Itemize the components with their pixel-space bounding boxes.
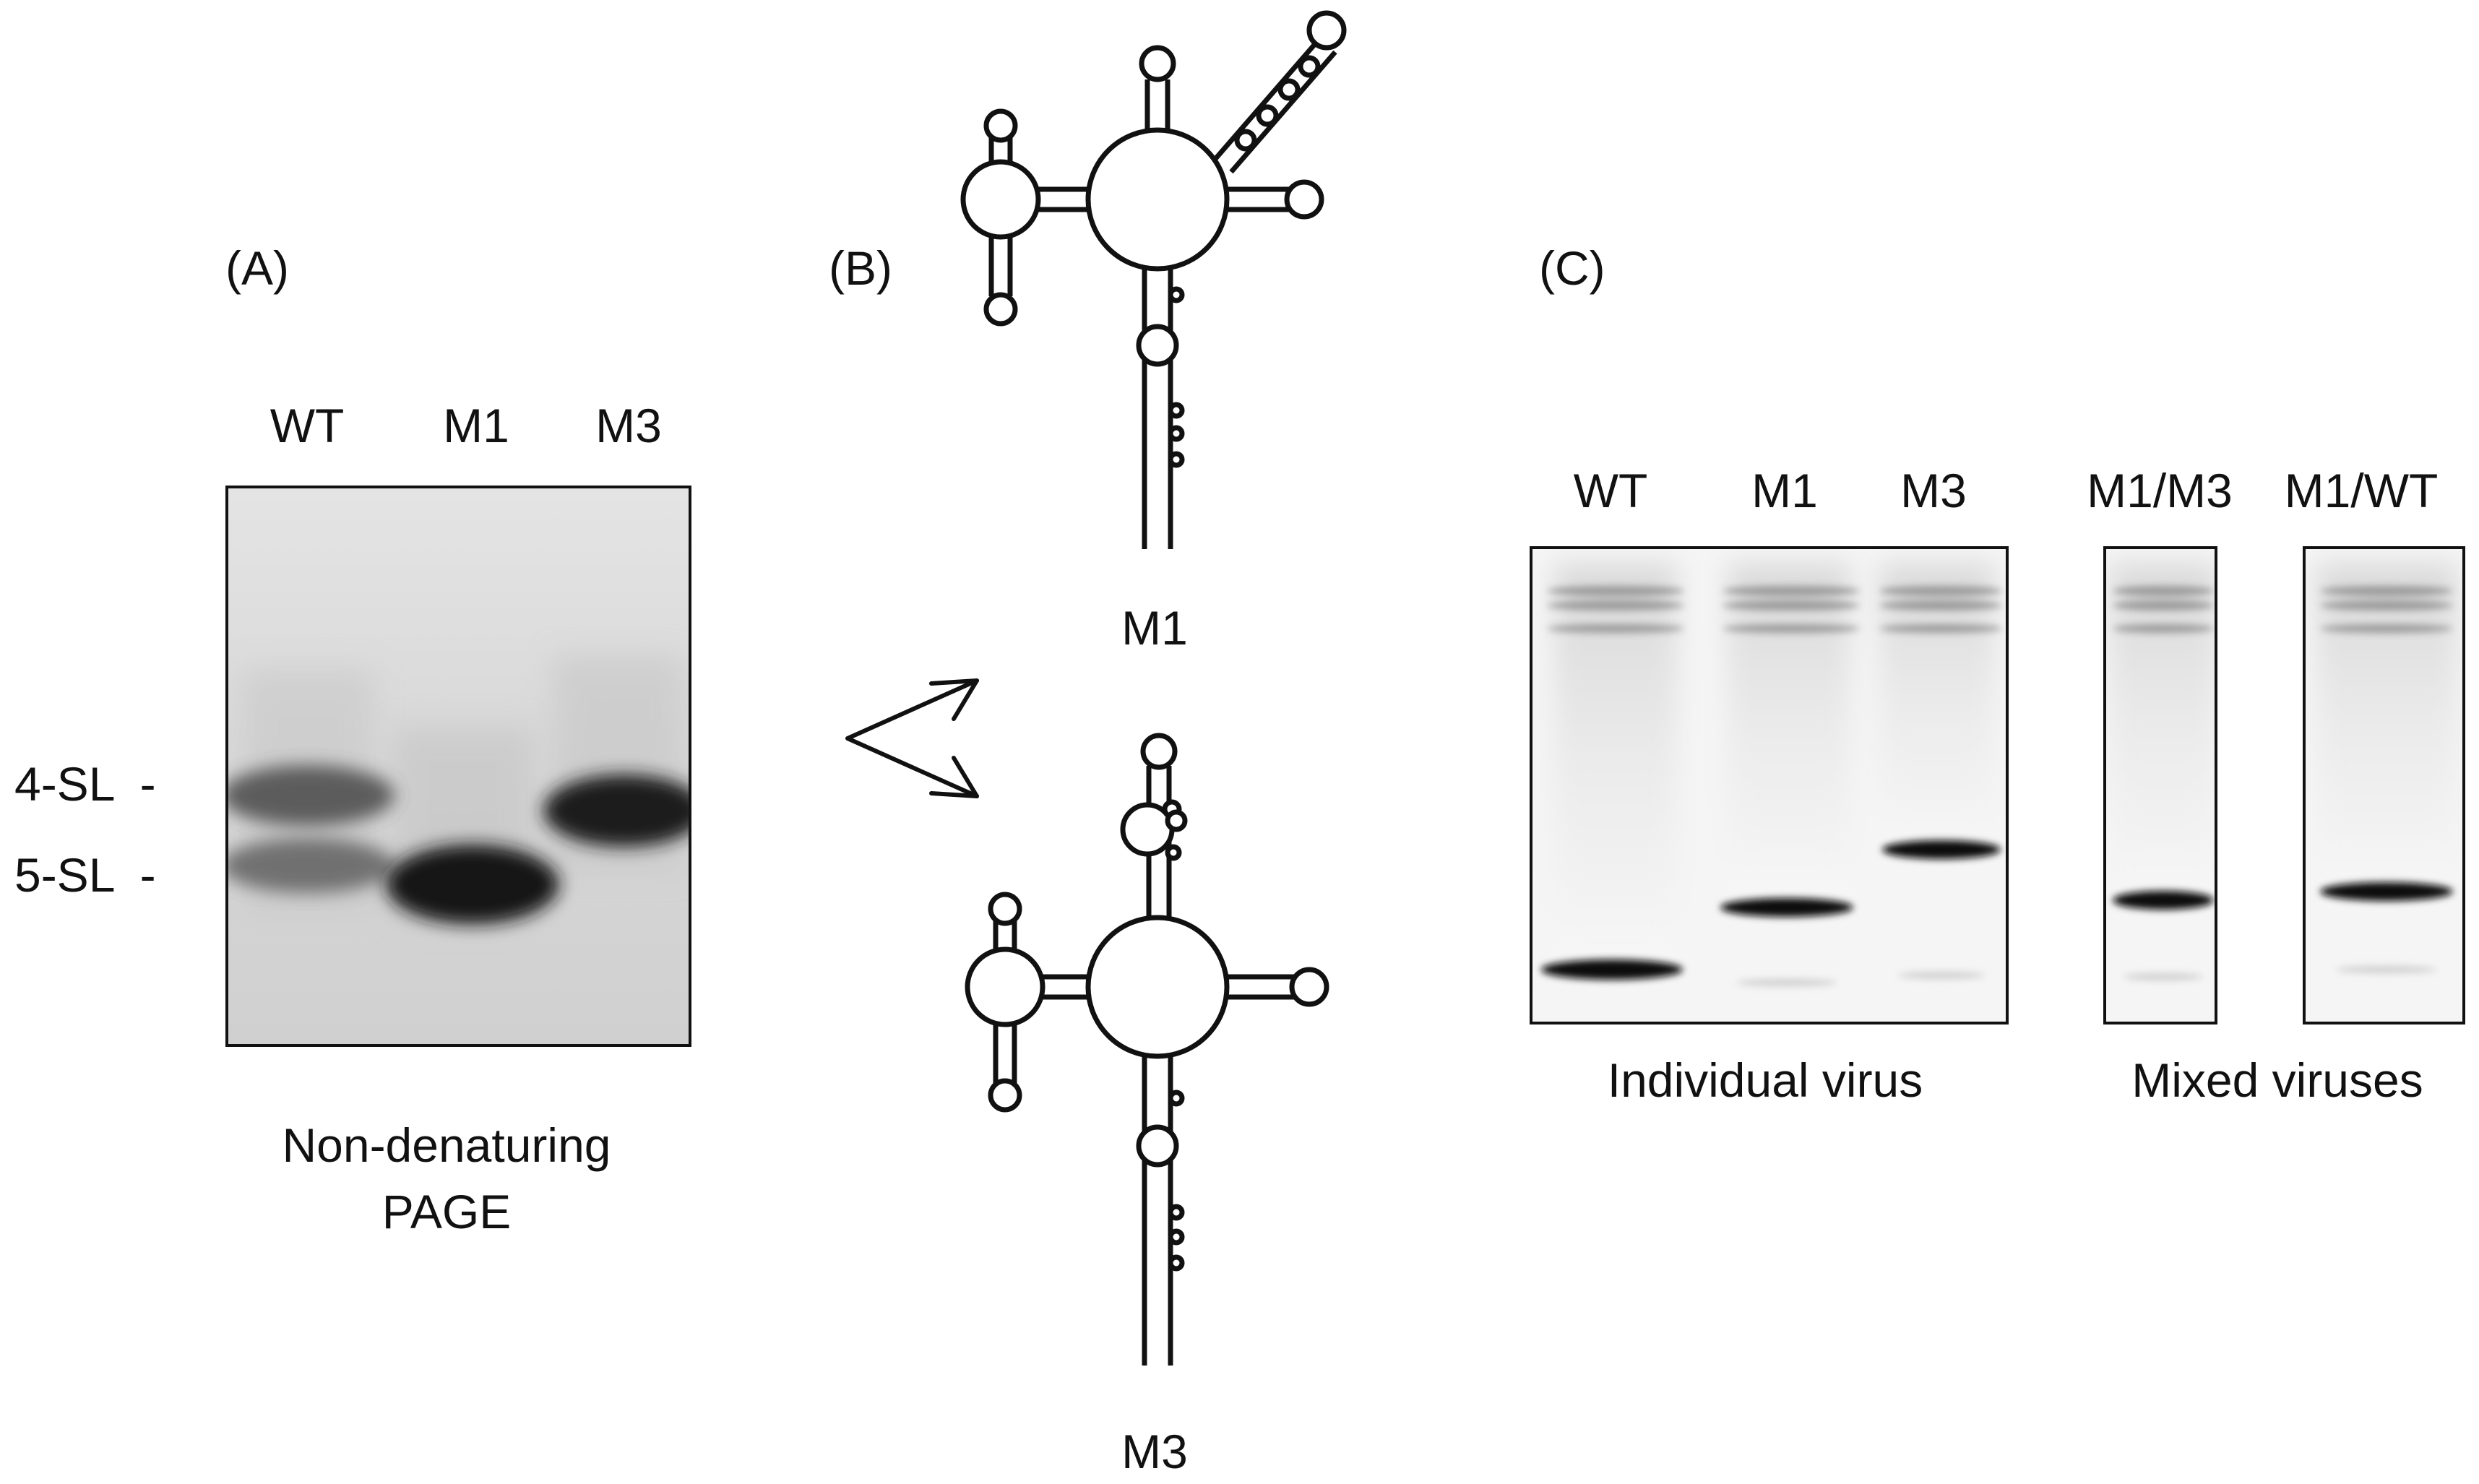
- panel-c-lane-label-m1-wt: M1/WT: [2284, 464, 2439, 517]
- panel-c-lane-label-wt: WT: [1573, 464, 1648, 517]
- panel-a-lane-label-wt: WT: [270, 399, 345, 452]
- structure-label-m3: M3: [1121, 1425, 1188, 1478]
- panel-a-lane-label-m3: M3: [595, 399, 662, 452]
- panel-a-tag: (A): [225, 241, 289, 295]
- m3-band: [1882, 840, 2001, 859]
- panel-c-lane-label-m3: M3: [1900, 464, 1967, 517]
- wt-4sl-band: [228, 765, 395, 826]
- marker-5sl: 5-SL -: [14, 848, 156, 902]
- panel-a-caption-line1: Non-denaturing: [282, 1118, 611, 1172]
- panel-a-lane-label-m1: M1: [443, 399, 509, 452]
- panel-c-lane-label-m1-m3: M1/M3: [2087, 464, 2233, 517]
- individual-virus-gel: [1530, 546, 2009, 1024]
- caption-mixed-viruses: Mixed viruses: [2131, 1053, 2423, 1107]
- m3-4sl-band: [543, 775, 689, 847]
- panel-c-lane-label-m1: M1: [1751, 464, 1818, 517]
- wt-5sl-band: [228, 838, 395, 893]
- mixed-m1-wt-gel: [2303, 546, 2465, 1024]
- m1-band: [1720, 898, 1853, 917]
- structure-label-m1: M1: [1121, 601, 1188, 655]
- panel-c-tag: (C): [1539, 241, 1605, 295]
- wt-band: [1541, 959, 1683, 980]
- m1-wt-band: [2320, 882, 2453, 901]
- native-page-gel: [225, 486, 691, 1047]
- m1-m3-band: [2113, 891, 2214, 910]
- panel-a-caption-line2: PAGE: [381, 1185, 512, 1238]
- m1-5sl-band: [386, 845, 559, 924]
- panel-b-tag: (B): [829, 241, 892, 295]
- marker-4sl: 4-SL -: [14, 757, 156, 811]
- caption-individual-virus: Individual virus: [1607, 1053, 1923, 1107]
- mixed-m1-m3-gel: [2103, 546, 2217, 1024]
